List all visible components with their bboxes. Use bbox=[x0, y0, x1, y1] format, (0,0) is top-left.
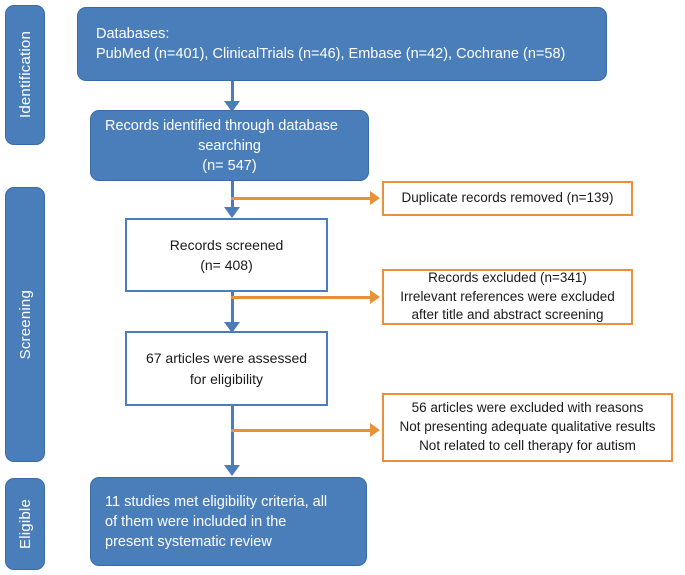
node-articles-excluded-line-1: 56 articles were excluded with reasons bbox=[411, 400, 644, 416]
node-articles-excluded-line-3: Not related to cell therapy for autism bbox=[419, 437, 636, 453]
node-duplicates-removed: Duplicate records removed (n=139) bbox=[382, 181, 633, 216]
node-included-line-3: present systematic review bbox=[105, 533, 272, 550]
arrow-assessed-to-included bbox=[224, 465, 240, 476]
stage-label-screening: Screening bbox=[16, 289, 34, 360]
connector-to-duplicates-removed bbox=[231, 197, 371, 200]
node-databases-line-1: Databases: bbox=[96, 26, 170, 42]
node-records-identified-line-2: searching bbox=[198, 137, 261, 154]
connector-to-articles-excluded bbox=[231, 429, 371, 432]
stage-label-identification: Identification bbox=[16, 31, 34, 119]
node-databases: Databases: PubMed (n=401), ClinicalTrial… bbox=[77, 7, 607, 81]
stage-label-eligible: Eligible bbox=[16, 499, 34, 549]
node-records-screened-line-1: Records screened bbox=[169, 236, 284, 253]
stage-pill-screening: Screening bbox=[5, 187, 45, 462]
node-articles-excluded: 56 articles were excluded with reasons N… bbox=[382, 393, 673, 462]
arrow-to-duplicates-removed bbox=[370, 191, 380, 205]
node-records-screened: Records screened (n= 408) bbox=[125, 218, 328, 292]
stage-pill-identification: Identification bbox=[5, 5, 45, 145]
node-articles-excluded-line-2: Not presenting adequate qualitative resu… bbox=[399, 419, 656, 435]
connector-screened-to-assessed bbox=[231, 291, 234, 324]
node-included-line-2: of them were included in the bbox=[105, 513, 287, 530]
node-articles-assessed-line-1: 67 articles were assessed bbox=[145, 350, 308, 367]
node-records-excluded-line-3: after title and abstract screening bbox=[411, 307, 604, 323]
node-records-excluded: Records excluded (n=341) Irrelevant refe… bbox=[382, 269, 633, 325]
node-duplicates-removed-line-1: Duplicate records removed (n=139) bbox=[401, 190, 614, 206]
connector-assessed-to-included bbox=[231, 405, 234, 467]
node-records-identified-line-3: (n= 547) bbox=[202, 157, 257, 174]
arrow-identified-to-screened bbox=[224, 207, 240, 218]
node-records-screened-line-2: (n= 408) bbox=[200, 257, 253, 273]
node-records-identified: Records identified through database sear… bbox=[90, 110, 369, 181]
connector-identified-to-screened bbox=[231, 180, 234, 209]
node-articles-assessed: 67 articles were assessed for eligibilit… bbox=[125, 331, 328, 406]
arrow-screened-to-assessed bbox=[224, 322, 240, 333]
node-records-excluded-line-1: Records excluded (n=341) bbox=[428, 269, 587, 285]
connector-to-records-excluded bbox=[231, 296, 371, 299]
node-records-identified-line-1: Records identified through database bbox=[105, 117, 338, 134]
node-included: 11 studies met eligibility criteria, all… bbox=[90, 477, 367, 566]
node-included-line-1: 11 studies met eligibility criteria, all bbox=[105, 493, 328, 510]
node-databases-line-2: PubMed (n=401), ClinicalTrials (n=46), E… bbox=[96, 46, 566, 62]
arrow-databases-to-identified bbox=[224, 101, 240, 112]
node-articles-assessed-line-2: for eligibility bbox=[189, 370, 264, 387]
arrow-to-records-excluded bbox=[370, 290, 380, 304]
node-records-excluded-line-2: Irrelevant references were excluded bbox=[400, 288, 615, 304]
arrow-to-articles-excluded bbox=[370, 423, 380, 437]
connector-databases-to-identified bbox=[231, 80, 234, 103]
stage-pill-eligible: Eligible bbox=[5, 478, 45, 570]
